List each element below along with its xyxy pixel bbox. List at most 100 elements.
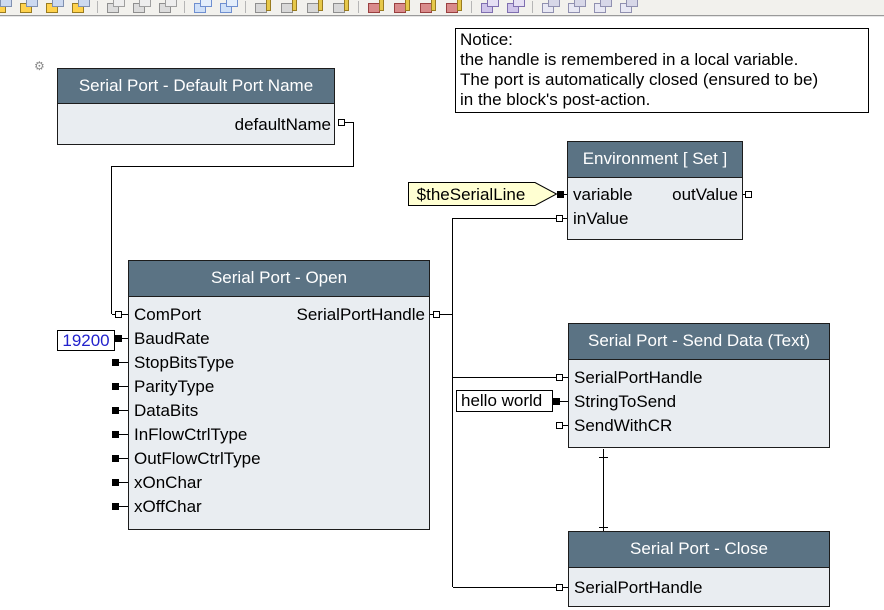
- error-anchor-icon[interactable]: [279, 0, 299, 14]
- constant-stringtosend-value[interactable]: hello world: [456, 390, 553, 412]
- pin-label-stringtosend: StringToSend: [574, 392, 677, 411]
- port-input-inflowctrltype[interactable]: [112, 431, 119, 438]
- notice-line: The port is automatically closed (ensure…: [460, 70, 819, 89]
- block-copy-icon[interactable]: [157, 0, 177, 14]
- pin-label-serialporthandle: SerialPortHandle: [574, 368, 703, 387]
- wire-segment[interactable]: [453, 218, 556, 219]
- windows-split-icon[interactable]: [70, 0, 90, 14]
- window-cascade-icon[interactable]: [0, 0, 12, 14]
- wire-segment[interactable]: [452, 218, 453, 587]
- pin-row: SerialPortHandle: [569, 366, 829, 390]
- block-title[interactable]: Serial Port - Open: [129, 261, 429, 297]
- wire-segment[interactable]: [345, 122, 354, 123]
- toolbar-group-modules: [476, 0, 528, 14]
- block-serial-port-send-data[interactable]: Serial Port - Send Data (Text) SerialPor…: [568, 323, 830, 448]
- port-input-xoffchar[interactable]: [112, 503, 119, 510]
- settings-anchor-icon[interactable]: [253, 0, 273, 14]
- module-embed-icon[interactable]: [505, 0, 525, 14]
- port-tick: [564, 194, 567, 195]
- connect-mid-icon[interactable]: [566, 0, 586, 14]
- windows-tile-icon[interactable]: [18, 0, 38, 14]
- port-input-baudrate[interactable]: [115, 335, 122, 342]
- port-input-stopbitstype[interactable]: [112, 359, 119, 366]
- connect-close-icon[interactable]: [618, 0, 638, 14]
- wire-segment[interactable]: [430, 314, 433, 315]
- input-anchor-icon[interactable]: [366, 0, 386, 14]
- module-link-icon[interactable]: [479, 0, 499, 14]
- toolbar-separator: [358, 1, 359, 13]
- block-environment-set[interactable]: Environment [ Set ] variable outValue in…: [567, 141, 743, 240]
- port-tick: [563, 218, 567, 219]
- port-input-variable[interactable]: [557, 191, 564, 198]
- notice-comment-box[interactable]: Notice: the handle is remembered in a lo…: [455, 28, 869, 113]
- toolbar-group-blocks: [102, 0, 180, 14]
- block-serial-port-close[interactable]: Serial Port - Close SerialPortHandle: [568, 531, 830, 607]
- wire-segment[interactable]: [453, 377, 556, 378]
- pin-label-xoffchar: xOffChar: [134, 497, 202, 516]
- port-input-xonchar[interactable]: [112, 479, 119, 486]
- port-input-sendwithcr[interactable]: [556, 422, 563, 429]
- pin-row: InFlowCtrlType: [129, 423, 429, 447]
- block-serial-port-open[interactable]: Serial Port - Open ComPort SerialPortHan…: [128, 260, 430, 530]
- pin-row: SerialPortHandle: [569, 576, 829, 600]
- sequence-tick: [599, 457, 608, 458]
- paste-window-icon[interactable]: [218, 0, 238, 14]
- port-input-comport[interactable]: [115, 311, 122, 318]
- port-tick: [122, 338, 128, 339]
- block-title[interactable]: Serial Port - Default Port Name: [58, 69, 334, 104]
- block-title[interactable]: Environment [ Set ]: [568, 142, 742, 178]
- paste-block-icon[interactable]: [105, 0, 125, 14]
- wire-segment[interactable]: [453, 587, 556, 588]
- wire-segment[interactable]: [440, 314, 452, 315]
- output-anchor-icon[interactable]: [392, 0, 412, 14]
- port-output-outvalue[interactable]: [745, 191, 752, 198]
- port-input-serialporthandle-send[interactable]: [556, 374, 563, 381]
- port-input-databits[interactable]: [112, 407, 119, 414]
- constant-baudrate-value[interactable]: 19200: [57, 330, 115, 351]
- pin-row: inValue: [568, 207, 742, 231]
- wire-segment[interactable]: [603, 449, 604, 531]
- wire-segment[interactable]: [111, 166, 112, 314]
- toolbar-group-clipboard: [189, 0, 241, 14]
- port-tick: [743, 194, 745, 195]
- gear-icon[interactable]: ⚙: [34, 59, 45, 73]
- connect-end-icon[interactable]: [592, 0, 612, 14]
- pin-label-outflowctrltype: OutFlowCtrlType: [134, 449, 261, 468]
- pin-label-variable: variable: [573, 185, 633, 204]
- toolbar-separator: [97, 1, 98, 13]
- port-input-invalue[interactable]: [556, 215, 563, 222]
- exit-block-icon[interactable]: [444, 0, 464, 14]
- block-serial-port-default-port-name[interactable]: Serial Port - Default Port Name defaultN…: [57, 68, 335, 145]
- toolbar-separator: [471, 1, 472, 13]
- port-input-outflowctrltype[interactable]: [112, 455, 119, 462]
- window-restore-icon[interactable]: [44, 0, 64, 14]
- port-input-paritytype[interactable]: [112, 383, 119, 390]
- variable-tag-theserialline[interactable]: $theSerialLine: [408, 182, 558, 206]
- port-output-defaultname[interactable]: [338, 119, 345, 126]
- wire-segment[interactable]: [353, 122, 354, 167]
- port-tick: [122, 314, 128, 315]
- block-title[interactable]: Serial Port - Send Data (Text): [569, 324, 829, 360]
- port-input-serialporthandle-close[interactable]: [556, 584, 563, 591]
- port-tick: [119, 386, 128, 387]
- sequence-tick: [599, 527, 608, 528]
- notice-line: the handle is remembered in a local vari…: [460, 50, 799, 69]
- toolbar-group-windows: [0, 0, 93, 14]
- port-output-serialporthandle-open[interactable]: [433, 311, 440, 318]
- wire-segment[interactable]: [112, 314, 115, 315]
- block-title[interactable]: Serial Port - Close: [569, 532, 829, 568]
- pin-label-inflowctrltype: InFlowCtrlType: [134, 425, 248, 444]
- copy-window-icon[interactable]: [192, 0, 212, 14]
- port-tick: [119, 458, 128, 459]
- stop-block-icon[interactable]: [418, 0, 438, 14]
- wire-segment[interactable]: [111, 166, 354, 167]
- connect-start-icon[interactable]: [540, 0, 560, 14]
- toolbar: [0, 0, 884, 16]
- action-anchor-icon[interactable]: [305, 0, 325, 14]
- block-icon[interactable]: [131, 0, 151, 14]
- toolbar-group-connectors: [537, 0, 641, 14]
- idle-anchor-icon[interactable]: [331, 0, 351, 14]
- pin-row: ComPort SerialPortHandle: [129, 303, 429, 327]
- port-input-stringtosend[interactable]: [553, 398, 560, 405]
